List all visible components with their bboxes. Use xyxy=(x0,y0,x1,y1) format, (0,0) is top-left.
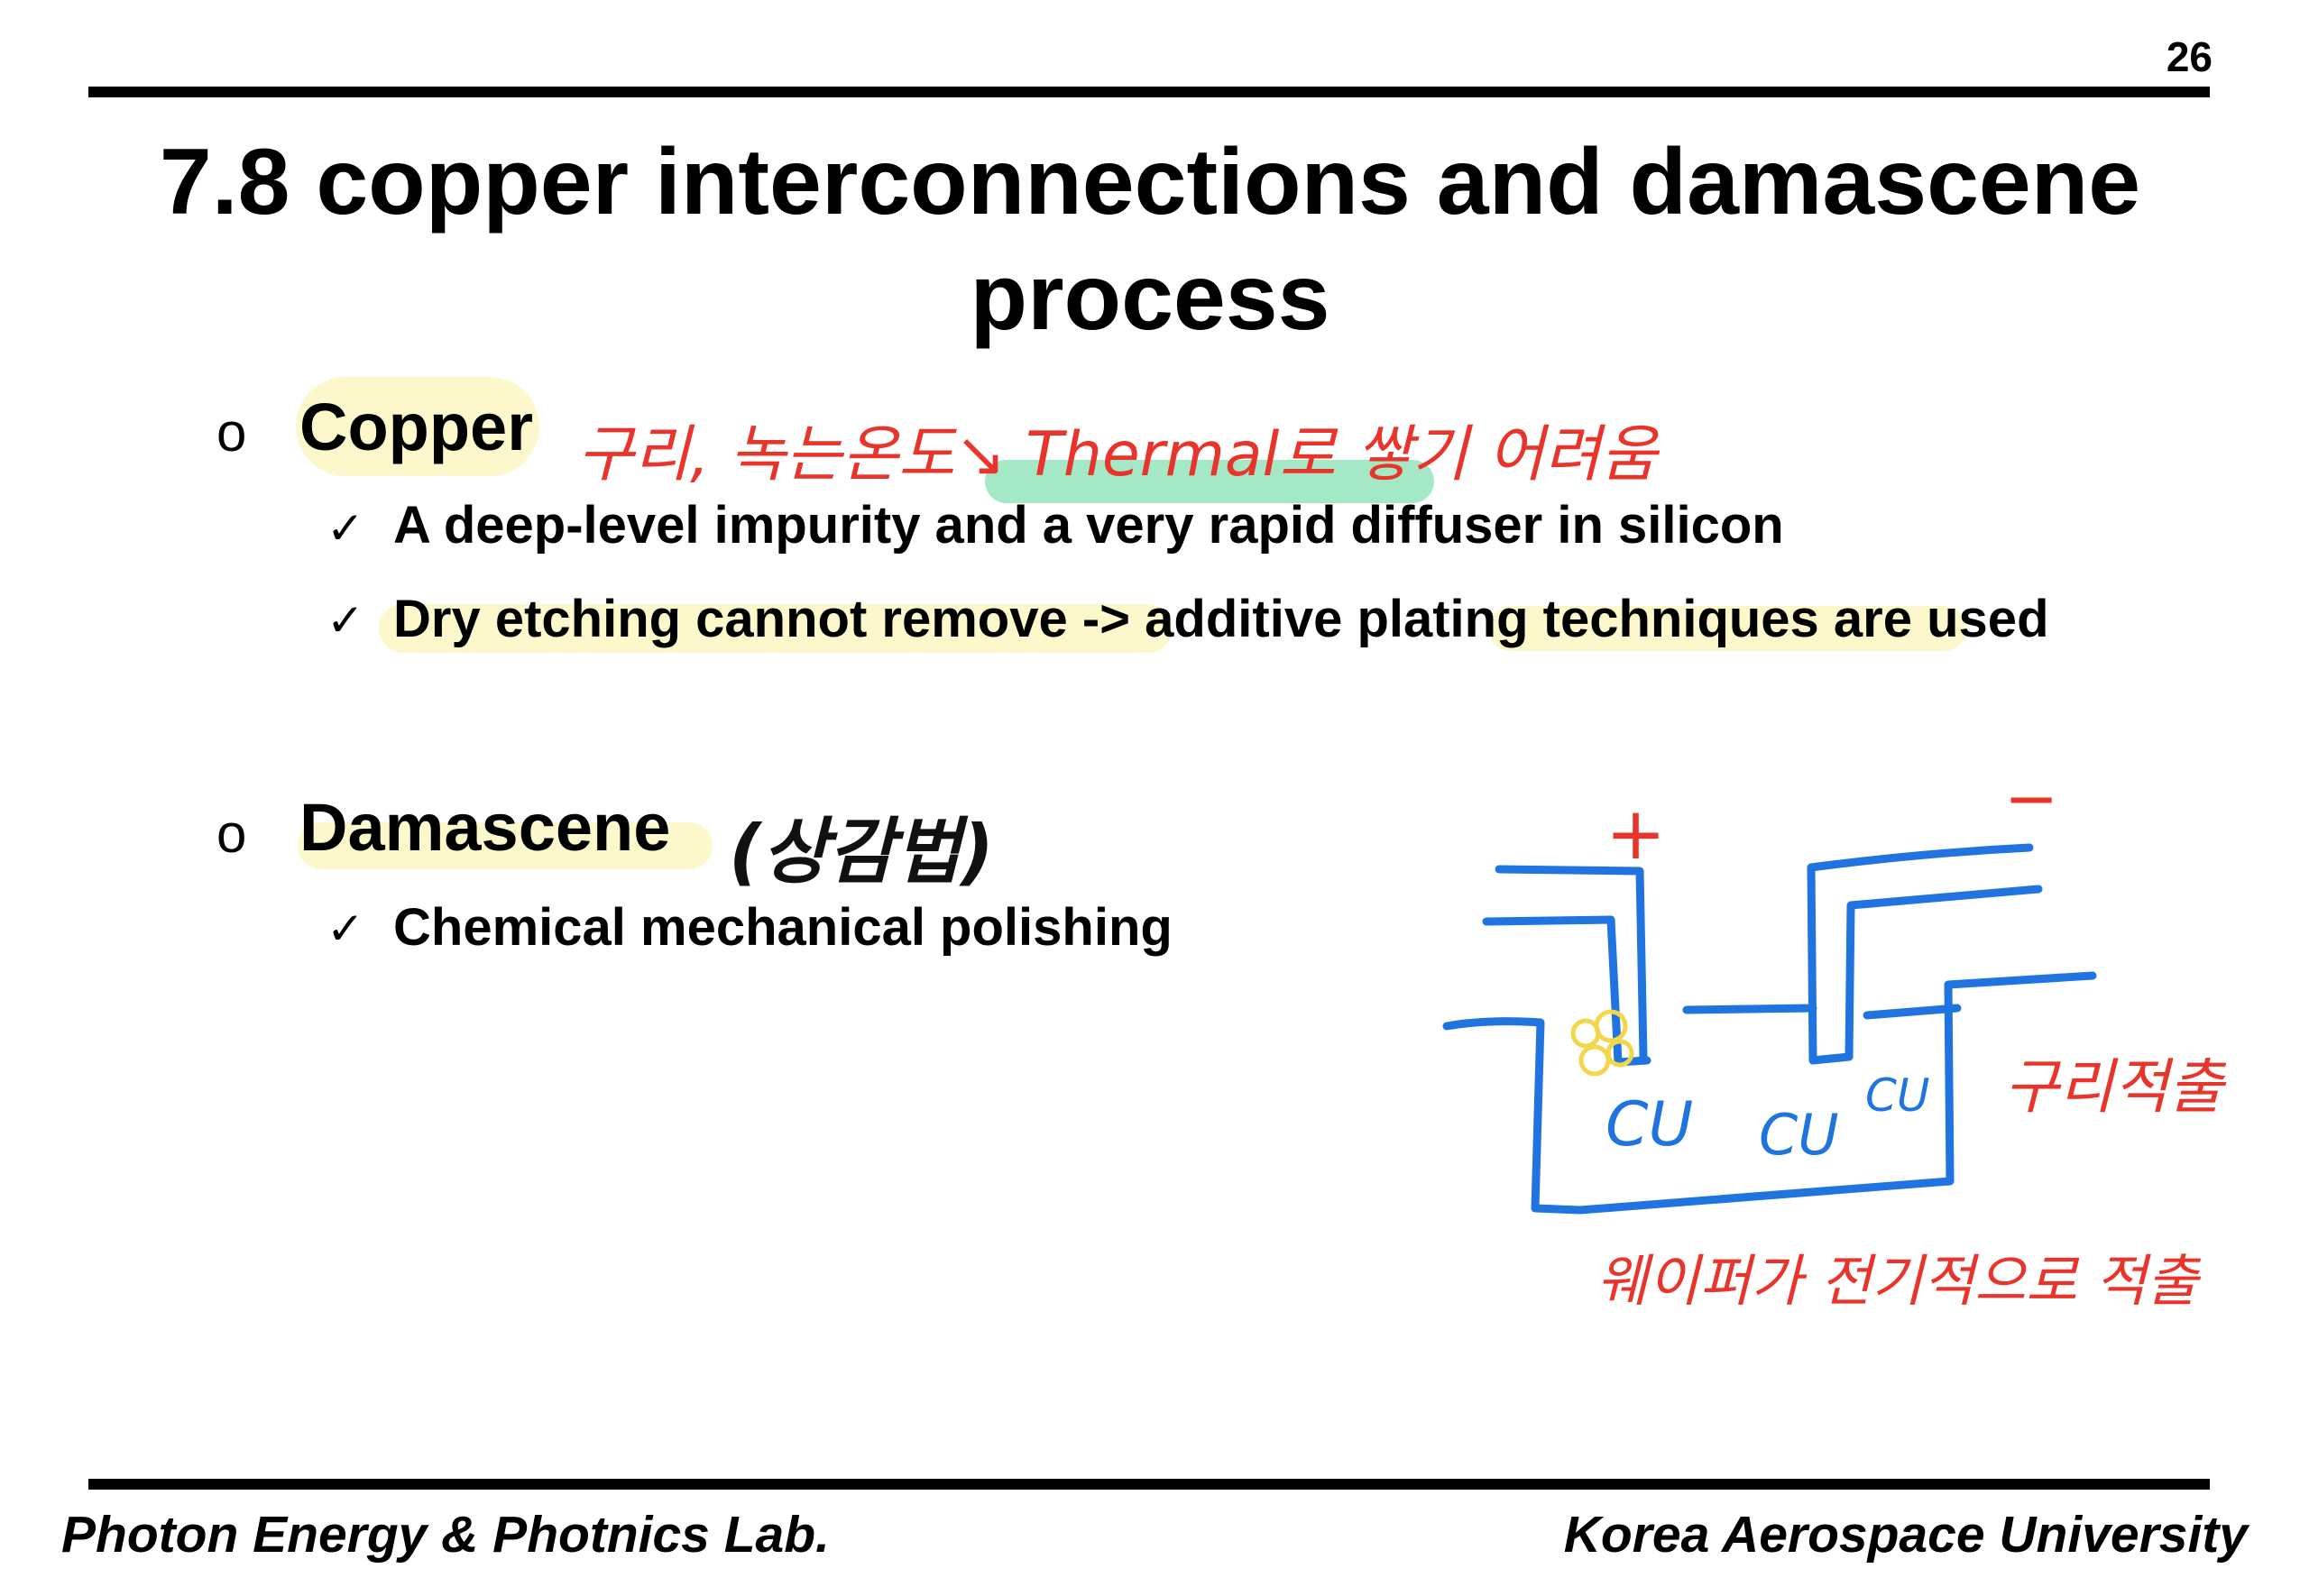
footer-rule xyxy=(88,1479,2210,1490)
sketch-line xyxy=(1576,971,2097,1215)
handwritten-bottom-note: 웨이퍼가 전기적으로 적출 xyxy=(1596,1248,2198,1314)
handwritten-copper-note: 구리, 녹는온도↘ Thermal로 쌓기 어려움 xyxy=(577,419,1658,491)
sketch-line xyxy=(1808,1052,1854,1065)
sketch-line xyxy=(1495,865,1648,1061)
cu-label: CU xyxy=(1759,1102,1839,1168)
bubble-icon xyxy=(1578,1044,1611,1077)
bubble-icon xyxy=(1594,1009,1628,1043)
footer-university: Korea Aerospace University xyxy=(1563,1506,2248,1564)
slide-title: 7.8 copper interconnections and damascen… xyxy=(159,130,2141,350)
sketch-line xyxy=(1682,1004,1817,1014)
checkmark-icon: ✓ xyxy=(327,595,364,646)
bullet-marker: o xyxy=(216,402,247,463)
checkmark-icon: ✓ xyxy=(327,503,364,554)
damascene-sketch: CU CU CU + − xyxy=(1442,760,2097,1215)
sketch-line xyxy=(1845,885,2043,1061)
sketch-line xyxy=(1442,1017,1585,1215)
cu-label: CU xyxy=(1865,1069,1930,1122)
sketch-line xyxy=(1482,915,1651,1067)
minus-sign: − xyxy=(2004,760,2058,836)
bubble-icon xyxy=(1605,1039,1634,1068)
footer-lab-name: Photon Energy & Photnics Lab. xyxy=(61,1506,830,1564)
highlight-plating-techniques xyxy=(1488,606,1966,651)
sub-item-text: Chemical mechanical polishing xyxy=(393,898,1173,957)
bullet-heading-damascene: Damascene xyxy=(299,790,671,865)
handwritten-damascene-note: (상감법) xyxy=(729,810,994,894)
highlight-thermal-note xyxy=(985,460,1434,503)
sketch-line xyxy=(1807,843,2034,1065)
sub-item-text: A deep-level impurity and a very rapid d… xyxy=(393,496,1784,555)
cu-label: CU xyxy=(1605,1089,1693,1160)
header-rule xyxy=(88,87,2210,97)
page-number: 26 xyxy=(2166,33,2213,80)
sketch-line xyxy=(1863,1004,1962,1020)
checkmark-icon: ✓ xyxy=(327,903,364,954)
plus-sign: + xyxy=(1605,792,1666,876)
bullet-heading-copper: Copper xyxy=(299,390,533,464)
highlight-copper xyxy=(296,377,539,476)
highlight-damascene xyxy=(298,822,713,869)
sub-item-text: Dry etching cannot remove -> additive pl… xyxy=(393,590,2049,648)
handwritten-right-note: 구리적출 xyxy=(2004,1052,2223,1122)
highlight-dry-etching xyxy=(379,604,1173,653)
bullet-marker: o xyxy=(216,803,247,864)
